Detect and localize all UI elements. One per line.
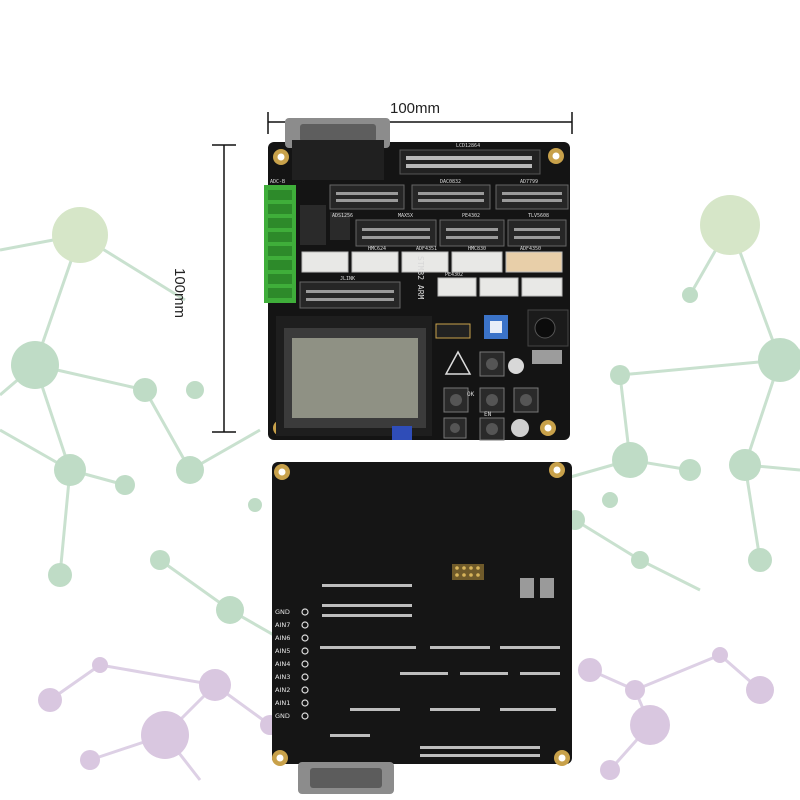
silk-label: OK — [467, 391, 475, 398]
silk-label: MAX5X — [398, 213, 413, 219]
silk-label: JLINK — [340, 276, 355, 282]
silk-label: HMC624 — [368, 246, 386, 252]
back-pin-rings — [301, 608, 309, 720]
pin-label: GND — [275, 712, 290, 720]
silk-label: ADS1256 — [332, 213, 353, 219]
pin-label: GND — [275, 608, 290, 616]
pin-label: AIN3 — [275, 673, 290, 681]
silk-label: ADF4350 — [520, 246, 541, 252]
height-dimension-line — [212, 144, 236, 433]
silk-label: EN — [484, 411, 492, 418]
silk-label: ADF4351 — [416, 246, 437, 252]
pin-label: AIN1 — [275, 699, 290, 707]
front-silkscreen-labels: LCD12864 ADC-B DAC0832 AD7799 ADS1256 MA… — [270, 143, 549, 418]
silk-label: STM32 ARM — [416, 256, 425, 300]
pin-label: AIN5 — [275, 647, 290, 655]
width-dimension-label: 100mm — [390, 100, 441, 117]
network-nodes — [11, 195, 800, 624]
silk-label: TLV5608 — [528, 213, 549, 219]
silk-label: ADC-B — [270, 179, 285, 185]
pin-label: AIN4 — [275, 660, 290, 668]
silk-label: AD7799 — [520, 179, 538, 185]
silk-label: PE4302 — [462, 213, 480, 219]
pin-label: AIN7 — [275, 621, 290, 629]
network-nodes-purple — [38, 647, 774, 780]
silk-label: LCD12864 — [456, 143, 480, 149]
pin-label: AIN6 — [275, 634, 290, 642]
back-pin-labels: GND AIN7 AIN6 AIN5 AIN4 AIN3 AIN2 AIN1 G… — [275, 608, 290, 720]
silk-label: PE4302 — [445, 272, 463, 278]
pcb-back — [272, 462, 572, 794]
pcb-front — [264, 118, 570, 441]
height-dimension-label: 100mm — [171, 268, 188, 319]
silk-label: DAC0832 — [440, 179, 461, 185]
pin-label: AIN2 — [275, 686, 290, 694]
silk-label: HMC830 — [468, 246, 486, 252]
